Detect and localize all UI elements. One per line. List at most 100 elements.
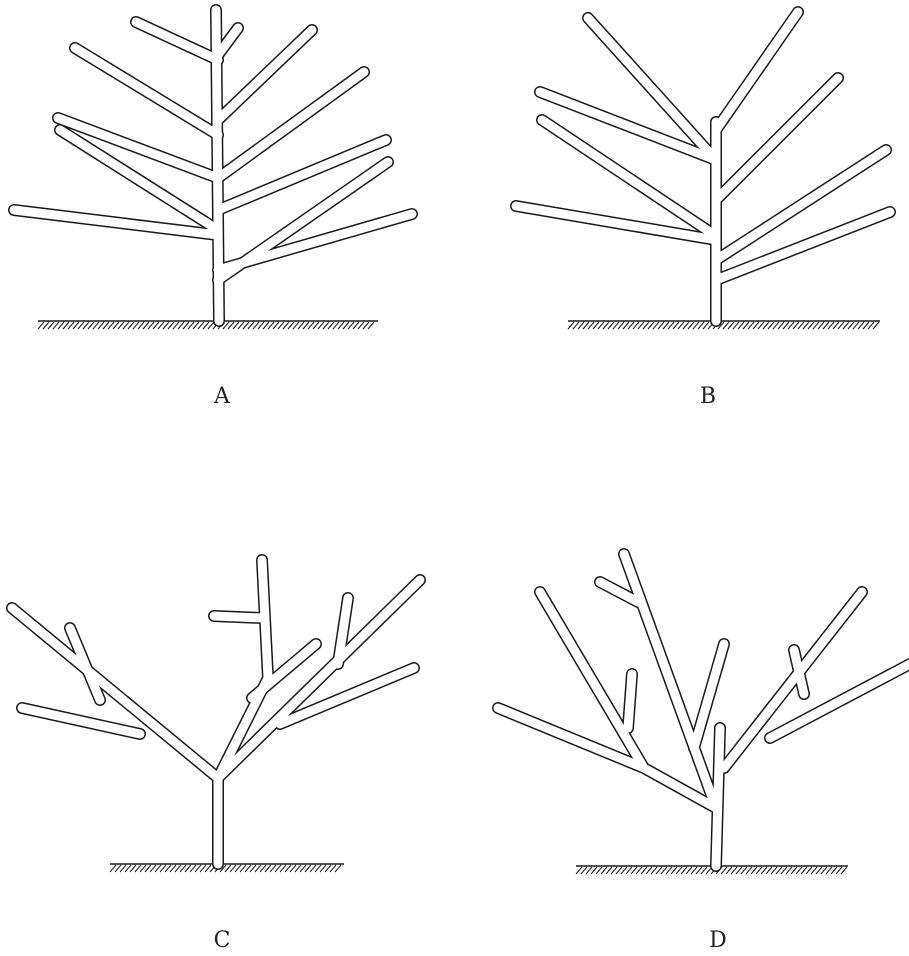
ground-hatch-mark xyxy=(666,867,672,874)
ground-hatch-mark xyxy=(265,865,271,872)
ground-hatch-mark xyxy=(145,865,151,872)
ground-hatch-mark xyxy=(238,322,244,329)
ground-hatch-mark xyxy=(743,322,749,329)
ground-hatch-mark xyxy=(613,322,619,329)
ground-hatch-mark xyxy=(608,322,614,329)
ground-hatch-mark xyxy=(115,865,121,872)
ground-hatch-mark xyxy=(83,322,89,329)
ground-hatch-mark xyxy=(688,322,694,329)
ground-hatch-mark xyxy=(841,867,847,874)
ground-hatch-mark xyxy=(838,322,844,329)
ground-b xyxy=(568,321,880,329)
ground-hatch-mark xyxy=(633,322,639,329)
ground-hatch-mark xyxy=(285,865,291,872)
ground-hatch-mark xyxy=(693,322,699,329)
ground-hatch-mark xyxy=(821,867,827,874)
ground-hatch-mark xyxy=(721,867,727,874)
ground-hatch-mark xyxy=(73,322,79,329)
ground-hatch-mark xyxy=(303,322,309,329)
ground-hatch-mark xyxy=(195,865,201,872)
ground-hatch-mark xyxy=(228,322,234,329)
ground-hatch-mark xyxy=(863,322,869,329)
ground-hatch-mark xyxy=(583,322,589,329)
ground-hatch-mark xyxy=(683,322,689,329)
ground-hatch-mark xyxy=(768,322,774,329)
ground-hatch-mark xyxy=(160,865,166,872)
ground-hatch-mark xyxy=(123,322,129,329)
ground-hatch-mark xyxy=(816,867,822,874)
ground-hatch-mark xyxy=(796,867,802,874)
ground-hatch-mark xyxy=(586,867,592,874)
figure-label-c: C xyxy=(214,930,231,952)
ground-hatch-mark xyxy=(125,865,131,872)
ground-hatch-mark xyxy=(596,867,602,874)
ground-hatch-mark xyxy=(603,322,609,329)
ground-hatch-mark xyxy=(128,322,134,329)
ground-hatch-mark xyxy=(606,867,612,874)
ground-hatch-mark xyxy=(293,322,299,329)
ground-hatch-mark xyxy=(133,322,139,329)
ground-hatch-mark xyxy=(43,322,49,329)
ground-hatch-mark xyxy=(153,322,159,329)
ground-hatch-mark xyxy=(766,867,772,874)
ground-hatch-mark xyxy=(853,322,859,329)
ground-hatch-mark xyxy=(658,322,664,329)
ground-hatch-mark xyxy=(180,865,186,872)
ground-hatch-mark xyxy=(671,867,677,874)
ground-hatch-mark xyxy=(278,322,284,329)
figure-d: D xyxy=(454,478,908,956)
ground-hatch-mark xyxy=(188,322,194,329)
ground-hatch-mark xyxy=(260,865,266,872)
ground-hatch-mark xyxy=(616,867,622,874)
ground-hatch-mark xyxy=(263,322,269,329)
ground-hatch-mark xyxy=(731,867,737,874)
ground-hatch-mark xyxy=(150,865,156,872)
ground-hatch-mark xyxy=(813,322,819,329)
ground-hatch-mark xyxy=(170,865,176,872)
ground-hatch-mark xyxy=(728,322,734,329)
ground-hatch-mark xyxy=(781,867,787,874)
ground-hatch-mark xyxy=(363,322,369,329)
ground-hatch-mark xyxy=(175,865,181,872)
ground-hatch-mark xyxy=(763,322,769,329)
tree-a xyxy=(14,10,412,321)
ground-hatch-mark xyxy=(118,322,124,329)
ground-hatch-mark xyxy=(190,865,196,872)
ground-hatch-mark xyxy=(63,322,69,329)
ground-hatch-mark xyxy=(593,322,599,329)
ground-hatch-mark xyxy=(58,322,64,329)
ground-hatch-mark xyxy=(848,322,854,329)
ground-hatch-mark xyxy=(836,867,842,874)
ground-hatch-mark xyxy=(621,867,627,874)
ground-hatch-mark xyxy=(295,865,301,872)
ground-hatch-mark xyxy=(808,322,814,329)
ground-hatch-mark xyxy=(205,865,211,872)
ground-hatch-mark xyxy=(646,867,652,874)
ground-hatch-mark xyxy=(148,322,154,329)
ground-hatch-mark xyxy=(230,865,236,872)
tree-d-drawing xyxy=(454,478,908,956)
ground-hatch-mark xyxy=(325,865,331,872)
ground-hatch-mark xyxy=(581,867,587,874)
ground-hatch-mark xyxy=(135,865,141,872)
ground-hatch-mark xyxy=(793,322,799,329)
ground-hatch-mark xyxy=(255,865,261,872)
ground-hatch-mark xyxy=(155,865,161,872)
ground-hatch-mark xyxy=(588,322,594,329)
ground-hatch-mark xyxy=(653,322,659,329)
tree-b-drawing xyxy=(454,0,908,478)
ground-hatch-mark xyxy=(676,867,682,874)
ground-hatch-mark xyxy=(88,322,94,329)
ground-hatch-mark xyxy=(283,322,289,329)
figure-label-a: A xyxy=(214,386,230,408)
ground-hatch-mark xyxy=(298,322,304,329)
ground-hatch-mark xyxy=(68,322,74,329)
ground-hatch-mark xyxy=(673,322,679,329)
ground-hatch-mark xyxy=(578,322,584,329)
ground-hatch-mark xyxy=(273,322,279,329)
ground-hatch-mark xyxy=(771,867,777,874)
ground-hatch-mark xyxy=(753,322,759,329)
ground-hatch-mark xyxy=(183,322,189,329)
ground-hatch-mark xyxy=(310,865,316,872)
ground-hatch-mark xyxy=(113,322,119,329)
